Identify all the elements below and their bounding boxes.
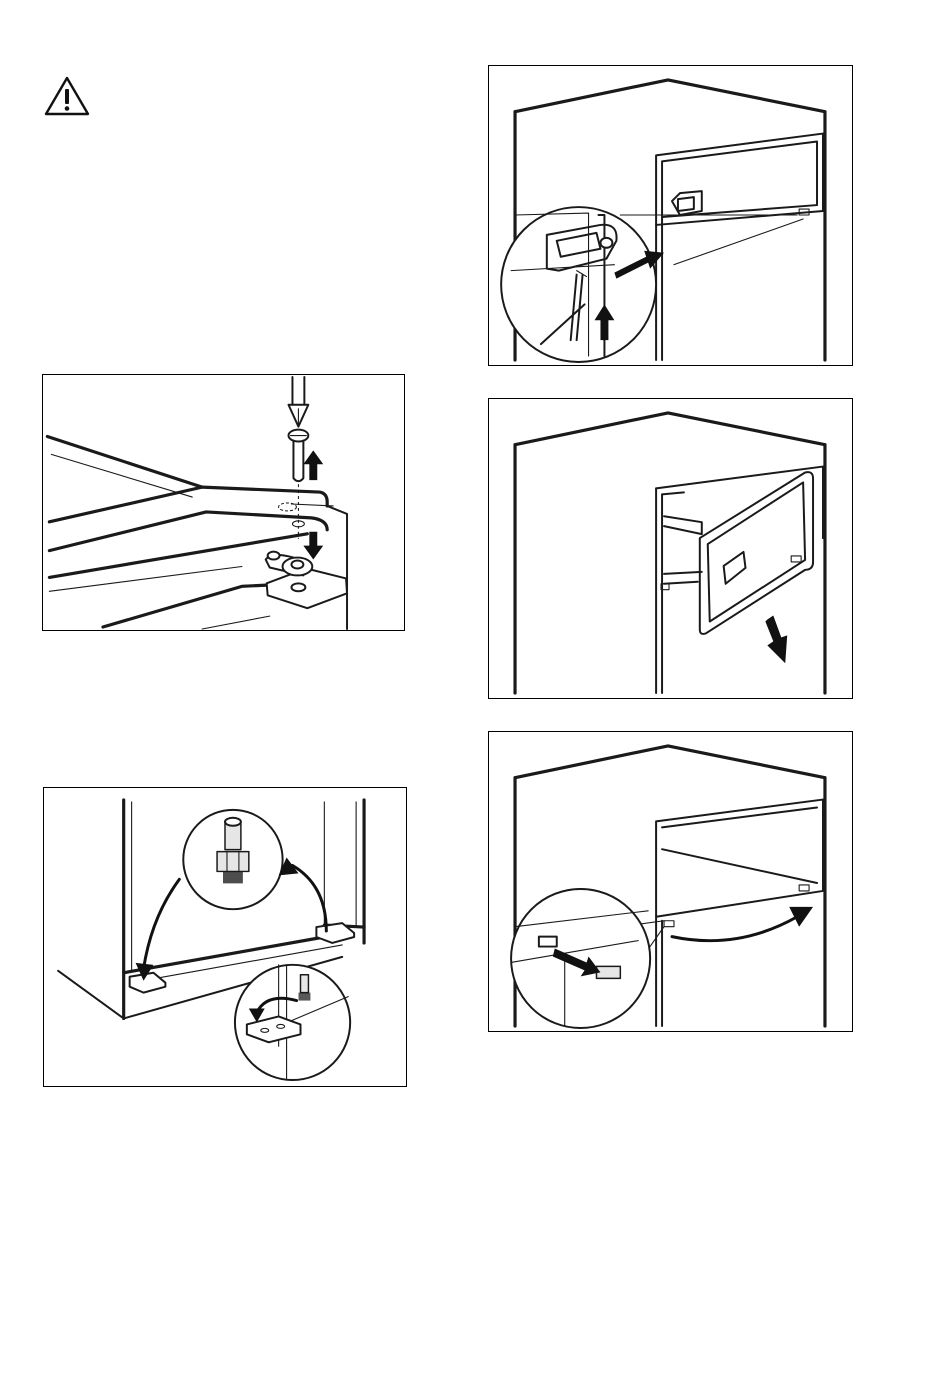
figure-freezer-door-remove bbox=[488, 398, 853, 699]
figure-hinge-pin-transfer bbox=[43, 787, 407, 1087]
warning-triangle-icon bbox=[43, 75, 91, 117]
figure-hole-cover-relocate bbox=[488, 731, 853, 1032]
figure-door-hinge-screw bbox=[42, 374, 405, 631]
figure-freezer-door-lift bbox=[488, 65, 853, 366]
